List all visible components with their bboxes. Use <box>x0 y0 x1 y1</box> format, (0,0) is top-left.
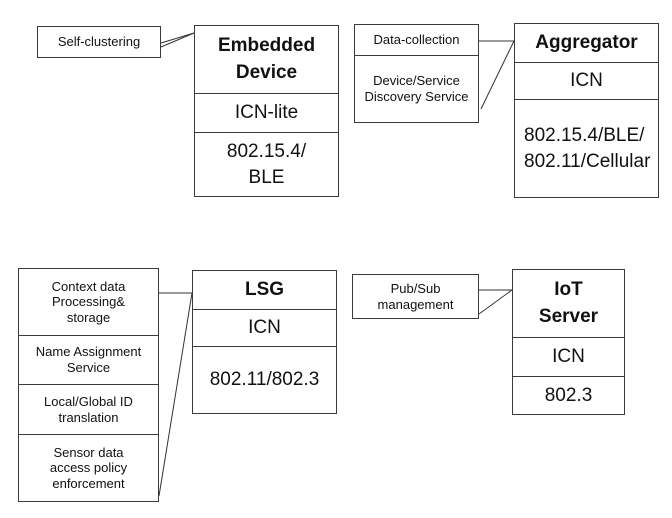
connector-line <box>158 292 193 497</box>
lsg-title: LSG <box>192 270 337 310</box>
pub-sub-label: Pub/Sub management <box>352 274 479 319</box>
iot-server-link: 802.3 <box>512 376 625 415</box>
connector-line <box>478 289 513 315</box>
connector-line <box>160 32 195 44</box>
connector-line <box>480 40 515 110</box>
lsg-link: 802.11/802.3 <box>192 346 337 414</box>
connector-line <box>160 32 195 48</box>
aggregator-protocol: ICN <box>514 62 659 100</box>
access-policy-label: Sensor data access policy enforcement <box>18 434 159 502</box>
self-clustering-label: Self-clustering <box>37 26 161 58</box>
embedded-device-link: 802.15.4/ BLE <box>194 132 339 197</box>
aggregator-title: Aggregator <box>514 23 659 63</box>
embedded-device-protocol: ICN-lite <box>194 93 339 133</box>
iot-server-protocol: ICN <box>512 337 625 377</box>
id-translation-label: Local/Global ID translation <box>18 384 159 435</box>
aggregator-link: 802.15.4/BLE/802.11/Cellular <box>514 99 659 198</box>
embedded-device-title: Embedded Device <box>194 25 339 94</box>
name-assignment-label: Name Assignment Service <box>18 335 159 385</box>
discovery-service-label: Device/Service Discovery Service <box>354 55 479 123</box>
context-data-label: Context data Processing& storage <box>18 268 159 336</box>
lsg-protocol: ICN <box>192 309 337 347</box>
data-collection-label: Data-collection <box>354 24 479 56</box>
iot-server-title: IoT Server <box>512 269 625 338</box>
